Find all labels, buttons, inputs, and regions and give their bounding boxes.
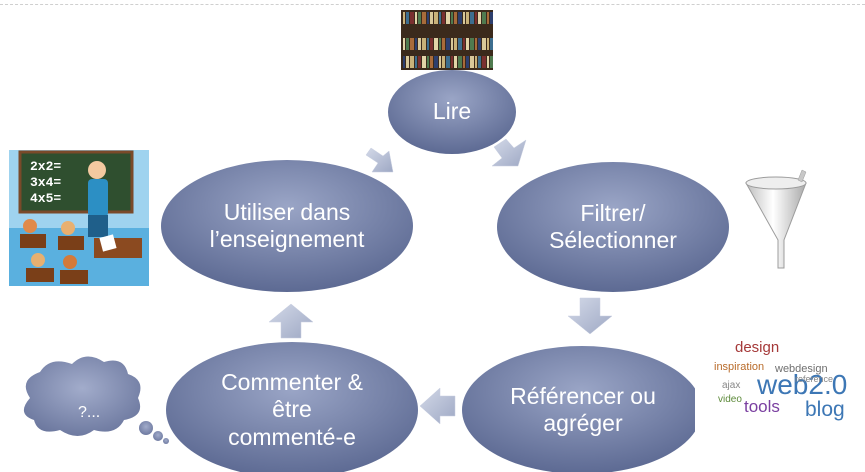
word-cloud-word-design: design [735,339,779,356]
word-cloud-image: design inspiration web2.0 tools blog web… [695,302,860,452]
top-dashed-divider [0,4,865,5]
node-lire [388,70,516,154]
node-commenter [166,342,418,472]
node-filtrer [497,162,729,292]
word-cloud-word-video: video [718,394,742,405]
arrow-commenter-to-utiliser [268,303,314,339]
thought-bubble [23,356,169,444]
classroom-board-line-1: 2x2= [30,159,61,174]
node-referencer [462,346,702,472]
word-cloud-word-reference: reference [795,374,833,384]
bookshelf-image [401,10,493,70]
arrow-referencer-to-commenter [419,387,456,425]
arrow-filtrer-to-referencer [567,297,613,335]
thought-bubble-text: ?... [78,404,101,421]
arrow-utiliser-to-lire [365,147,394,173]
arrow-lire-to-filtrer [491,138,527,167]
word-cloud-word-web20: web2.0 [756,369,847,400]
classroom-board-line-3: 4x5= [30,191,61,206]
classroom-board-line-2: 3x4= [30,175,61,190]
node-utiliser [161,160,413,292]
word-cloud-word-blog: blog [805,398,845,421]
funnel-image [745,169,807,269]
word-cloud-word-ajax: ajax [722,380,740,391]
word-cloud-word-inspiration: inspiration [714,361,764,373]
word-cloud-word-tools: tools [744,397,780,416]
classroom-image: 2x2= 3x4= 4x5= [9,150,149,286]
word-cloud-word-webdesign: webdesign [774,363,828,375]
